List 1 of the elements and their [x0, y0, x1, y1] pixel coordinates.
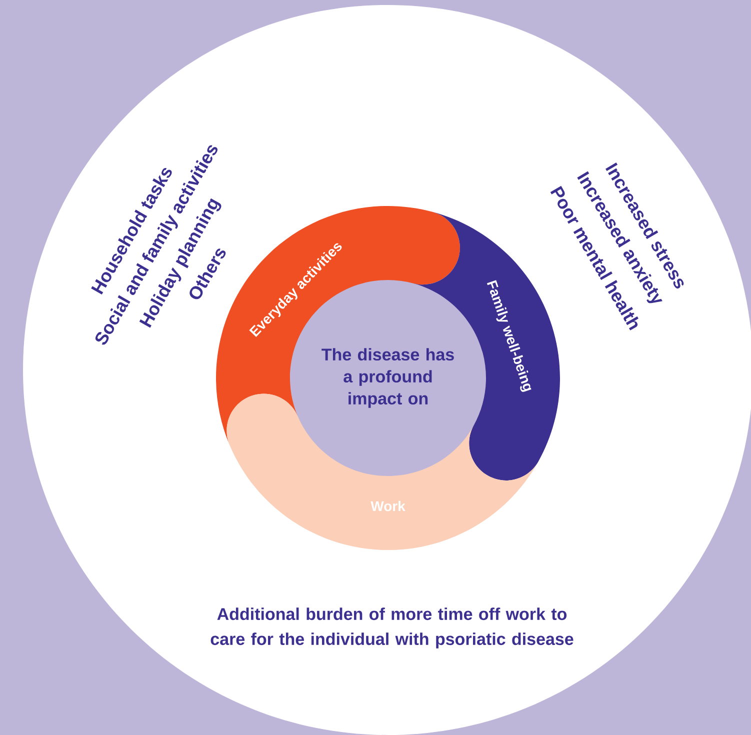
caption-text: Additional burden of more time off work to care for the individual with psoriatic disease [210, 608, 574, 648]
